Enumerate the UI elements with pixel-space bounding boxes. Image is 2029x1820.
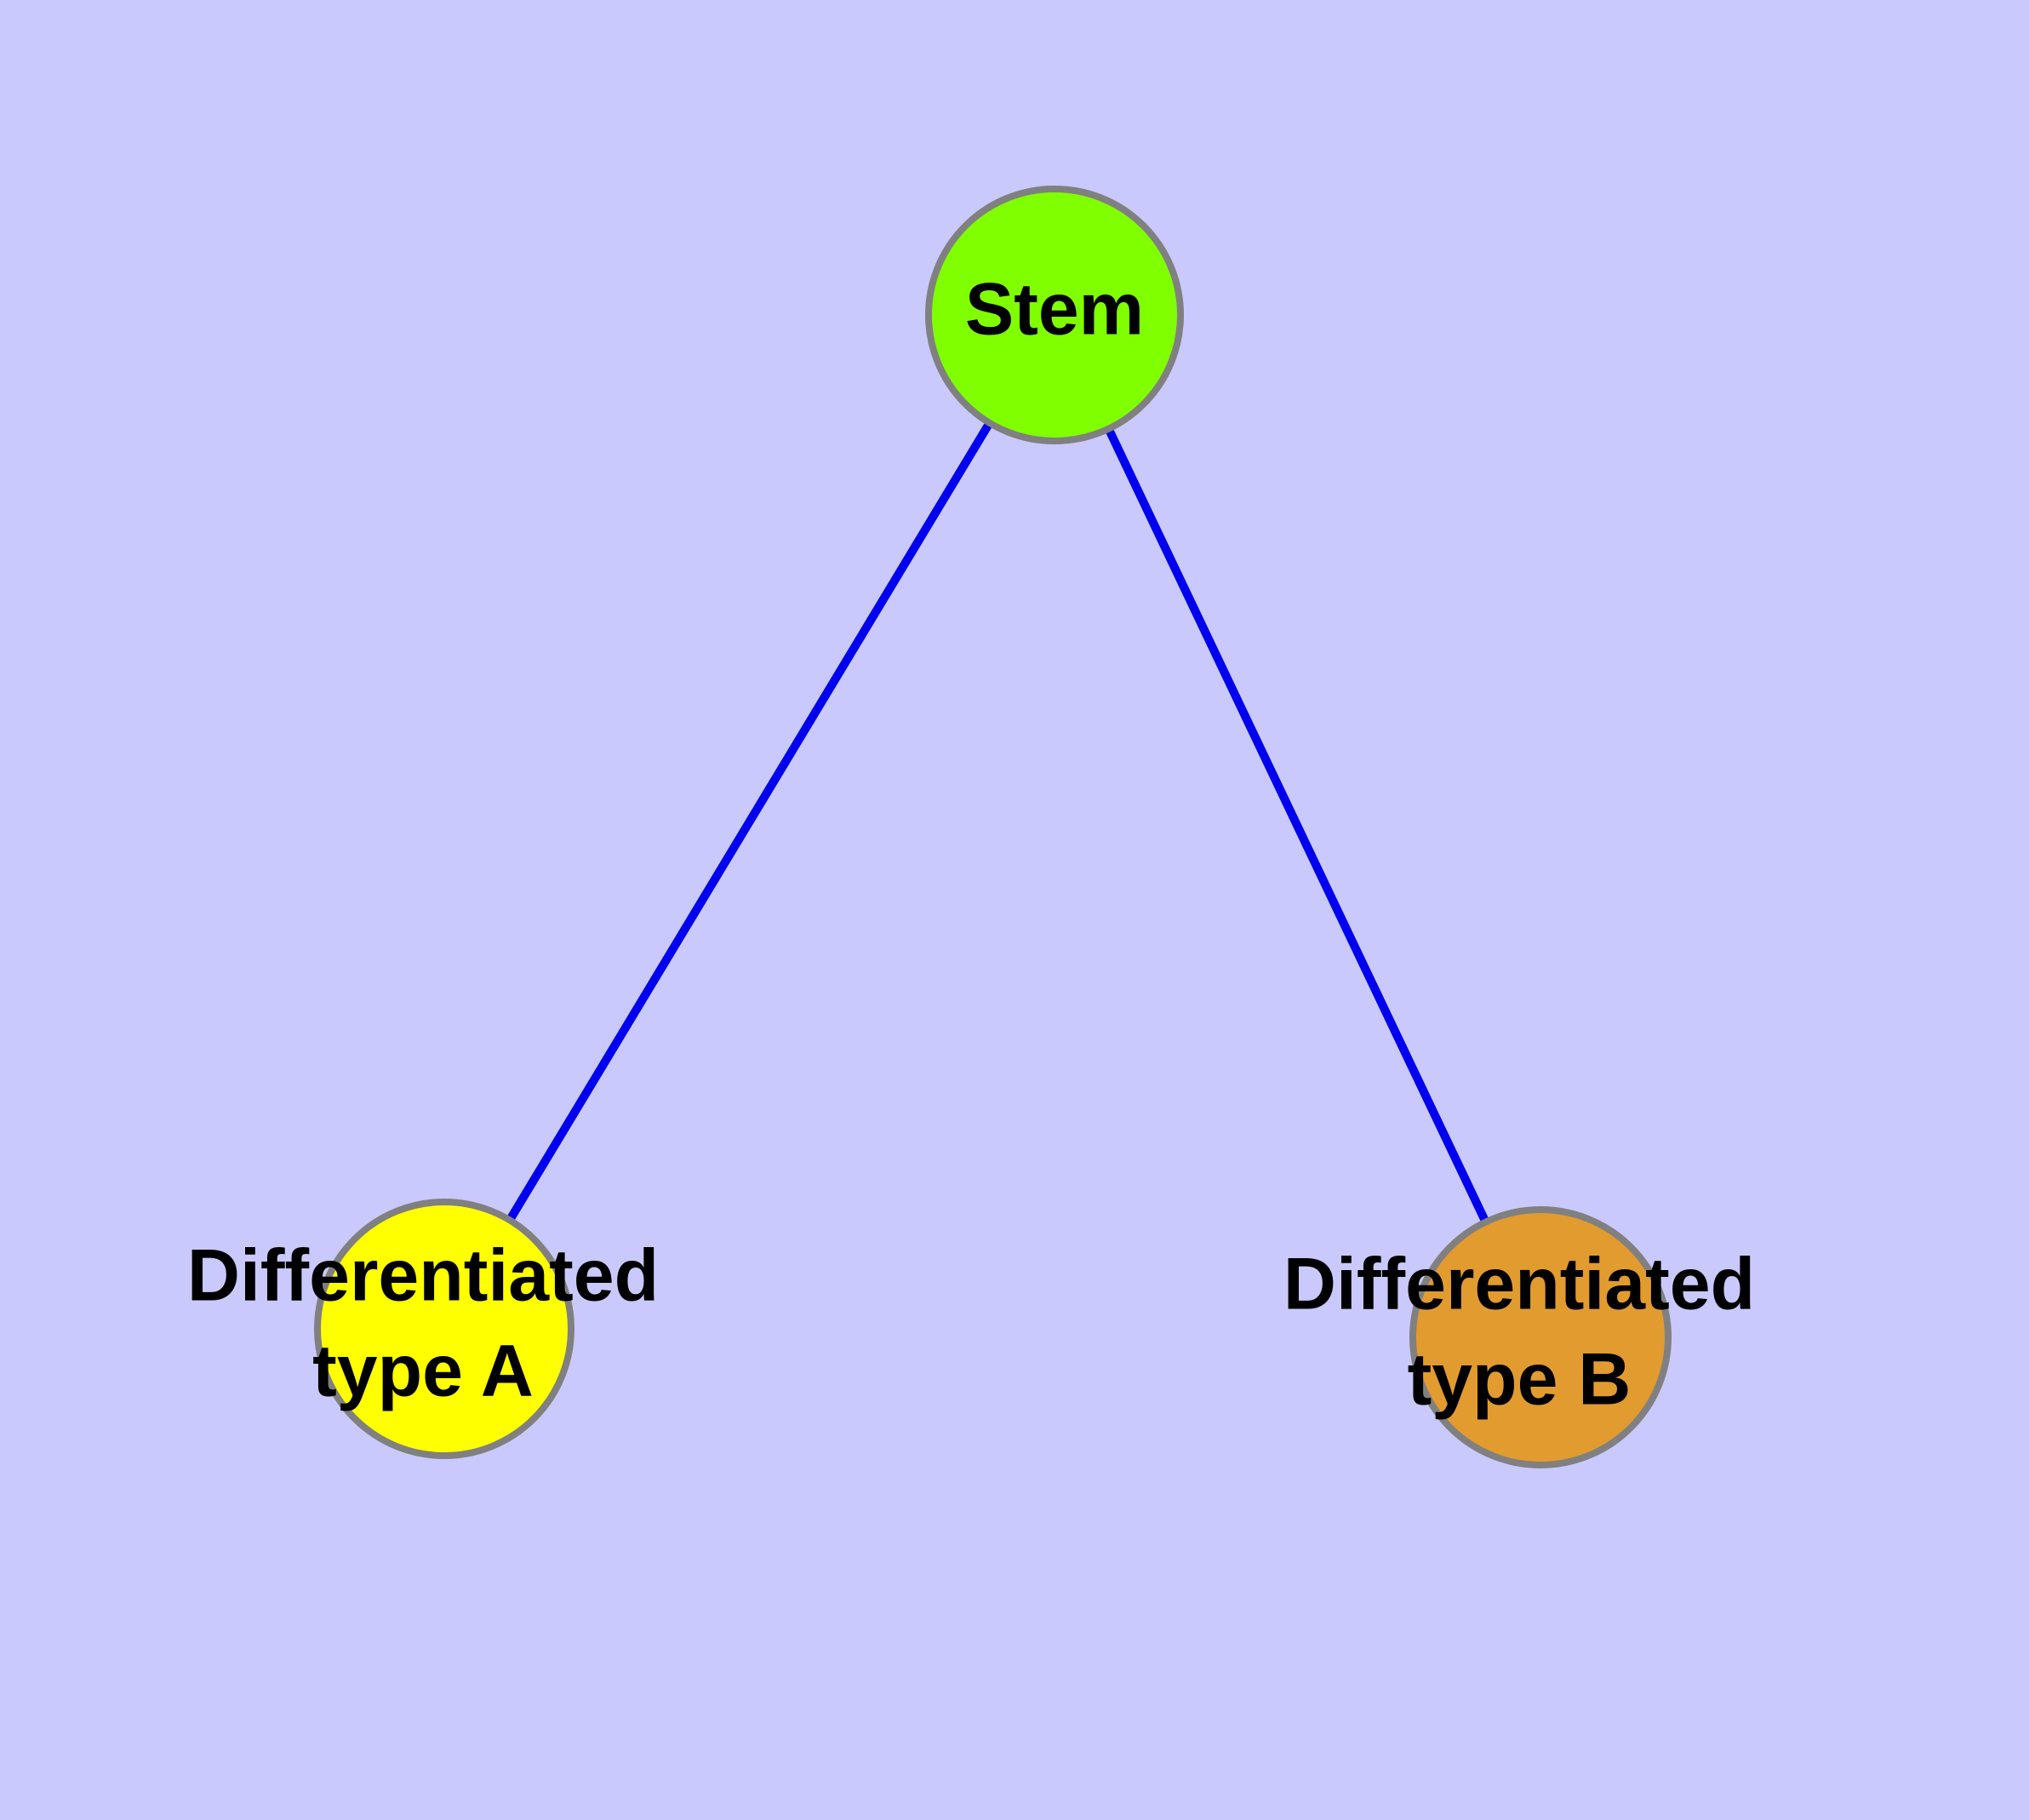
node-differentiated-type-b[interactable]: Differentiated type B <box>1283 1206 1755 1468</box>
node-differentiated-type-a-circle[interactable] <box>314 1199 574 1459</box>
node-differentiated-type-b-label-line1: Differentiated <box>1283 1244 1755 1325</box>
node-differentiated-type-a-label-line2: type A <box>312 1331 534 1412</box>
node-differentiated-type-a-label-line1: Differentiated <box>187 1235 659 1317</box>
node-differentiated-type-b-label-line2: type B <box>1408 1339 1632 1421</box>
nodes-group: Stem Differentiated type A Differentiate… <box>187 186 1755 1468</box>
node-stem[interactable]: Stem <box>925 186 1184 444</box>
node-differentiated-type-b-circle[interactable] <box>1409 1206 1672 1468</box>
edge-stem-to-differentiated-a[interactable] <box>440 312 1059 1331</box>
node-stem-circle[interactable] <box>925 186 1184 444</box>
node-stem-label: Stem <box>965 269 1144 351</box>
node-differentiated-type-a[interactable]: Differentiated type A <box>187 1199 659 1459</box>
edges-group <box>440 312 1545 1340</box>
edge-stem-to-differentiated-b[interactable] <box>1050 312 1545 1340</box>
